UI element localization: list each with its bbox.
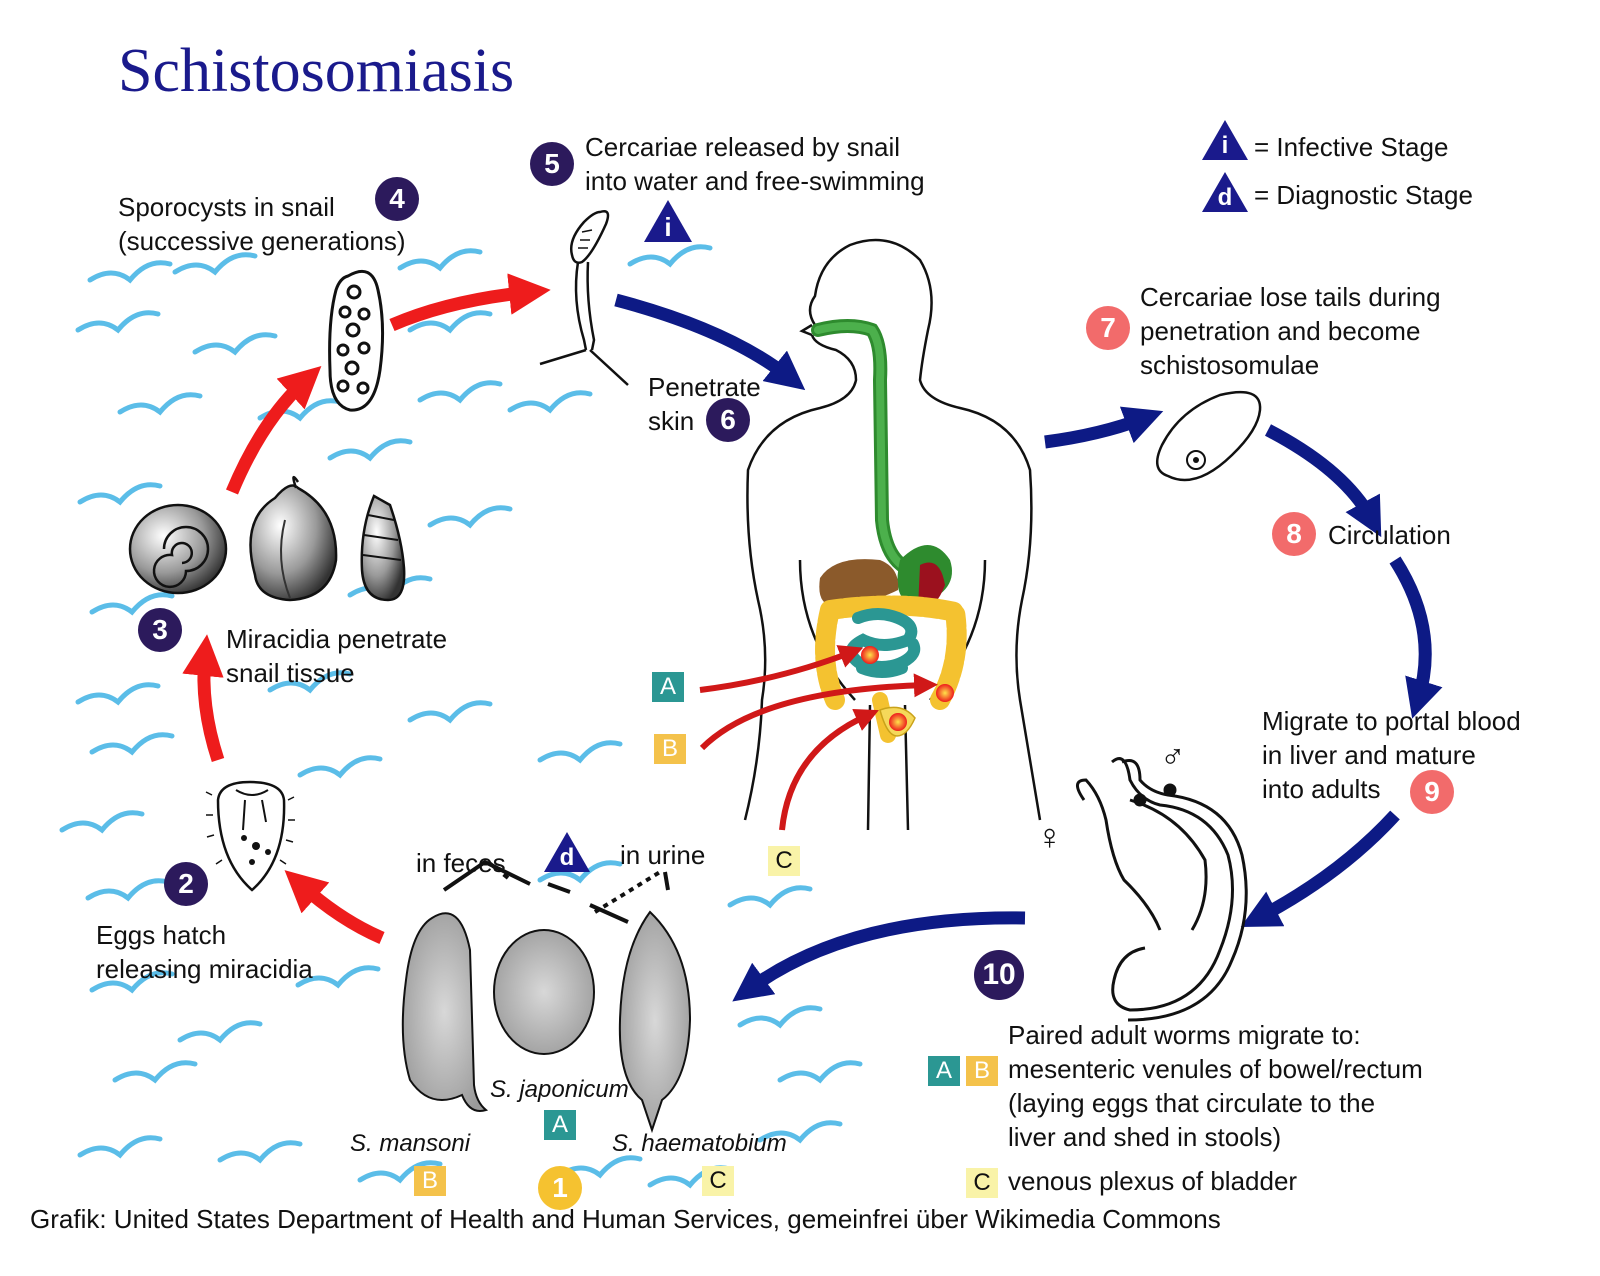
stage-7-badge: 7: [1086, 306, 1130, 350]
sporocyst-illustration: [328, 269, 385, 412]
arrow-worms-to-eggs: [732, 911, 1026, 1002]
s-haematobium-label: S. haematobium: [612, 1130, 787, 1157]
stage-9-badge: 9: [1410, 770, 1454, 814]
in-urine-label: in urine: [620, 840, 706, 870]
stage-5-label-line-1: Cercariae released by snail: [585, 132, 901, 162]
s-mansoni-label: S. mansoni: [350, 1130, 471, 1157]
stage-4-label-line-2: (successive generations): [118, 226, 406, 256]
cercaria-illustration: [539, 210, 629, 386]
legend-infective-label: = Infective Stage: [1254, 132, 1449, 162]
stage-10-label-line-4: liver and shed in stools): [1008, 1122, 1282, 1152]
red-cycle-arrows: [182, 273, 551, 944]
image-credit: Grafik: United States Department of Heal…: [30, 1204, 1221, 1234]
species-box-b: B: [966, 1056, 998, 1086]
stage-4-label-line-1: Sporocysts in snail: [118, 192, 335, 222]
miracidium-illustration: [205, 780, 295, 892]
stage-8-label: Circulation: [1328, 520, 1451, 550]
arrow-portal-to-worms: [1240, 810, 1400, 928]
egg-box-c: C: [702, 1166, 734, 1196]
legend-diagnostic-label: = Diagnostic Stage: [1254, 180, 1473, 210]
body-box-a: A: [652, 672, 684, 702]
blue-cycle-arrows: [614, 293, 1443, 1002]
stage-6-label-line-1: Penetrate: [648, 372, 761, 402]
stage-2-label-line-2: releasing miracidia: [96, 954, 313, 984]
arrow-to-circulation: [1265, 424, 1382, 538]
diagnostic-stage-icon: d: [1200, 170, 1250, 214]
arrow-miracidia-to-snail: [182, 634, 225, 763]
stage-6-label-line-2: skin: [648, 406, 695, 436]
male-symbol: ♂: [1160, 738, 1186, 776]
infective-stage-icon: i: [1200, 118, 1250, 162]
stage-7-label-line-1: Cercariae lose tails during: [1140, 282, 1441, 312]
species-box-c: C: [966, 1168, 998, 1198]
stage-2-label-line-1: Eggs hatch: [96, 920, 227, 950]
stage-10-label-line-3: (laying eggs that circulate to the: [1008, 1088, 1376, 1118]
stage-9-label-line-2: in liver and mature: [1262, 740, 1476, 770]
egg-illustrations: [401, 859, 692, 1134]
female-symbol: ♀: [1036, 816, 1063, 857]
arrow-snail-to-sporocyst: [226, 366, 322, 495]
stage-10-badge: 10: [974, 950, 1024, 1000]
human-body-illustration: [699, 238, 1042, 831]
stage-3-label-line-2: snail tissue: [226, 658, 355, 688]
stage-4-badge: 4: [375, 177, 419, 221]
body-box-c: C: [768, 846, 800, 876]
stage-1-badge: 1: [538, 1166, 582, 1210]
stage-5-label-line-2: into water and free-swimming: [585, 166, 925, 196]
stage-10-label-line-5: venous plexus of bladder: [1008, 1166, 1298, 1196]
infective-stage-marker: i: [642, 198, 694, 244]
stage-5-badge: 5: [530, 142, 574, 186]
arrow-sporocyst-to-cercariae: [389, 273, 551, 331]
adult-worms-illustration: [1076, 757, 1248, 1022]
arrow-eggs-to-miracidia: [284, 870, 385, 944]
diagram-title: Schistosomiasis: [118, 37, 515, 105]
schistosomulum-illustration: [1155, 390, 1262, 482]
egg-box-b: B: [414, 1166, 446, 1196]
arrow-body-to-schistosomulae: [1044, 406, 1164, 449]
arrow-cercariae-to-skin: [614, 293, 806, 391]
stage-3-label-line-1: Miracidia penetrate: [226, 624, 448, 654]
arrow-circulation-to-portal: [1389, 556, 1443, 719]
stage-7-label-line-3: schistosomulae: [1140, 350, 1320, 380]
body-box-b: B: [654, 734, 686, 764]
stage-10-label-line-1: Paired adult worms migrate to:: [1008, 1020, 1361, 1050]
stage-8-badge: 8: [1272, 512, 1316, 556]
s-japonicum-label: S. japonicum: [490, 1076, 629, 1103]
egg-box-a: A: [544, 1110, 576, 1140]
stage-3-badge: 3: [138, 608, 182, 652]
diagnostic-stage-marker: d: [542, 830, 592, 874]
stage-9-label-line-3: into adults: [1262, 774, 1381, 804]
stage-10-label-line-2: mesenteric venules of bowel/rectum: [1008, 1054, 1423, 1084]
stage-6-badge: 6: [706, 398, 750, 442]
species-box-a: A: [928, 1056, 960, 1086]
stage-7-label-line-2: penetration and become: [1140, 316, 1421, 346]
in-feces-label: in feces: [416, 848, 506, 878]
stage-9-label-line-1: Migrate to portal blood: [1262, 706, 1521, 736]
snail-illustrations: [128, 475, 406, 602]
stage-2-badge: 2: [164, 862, 208, 906]
